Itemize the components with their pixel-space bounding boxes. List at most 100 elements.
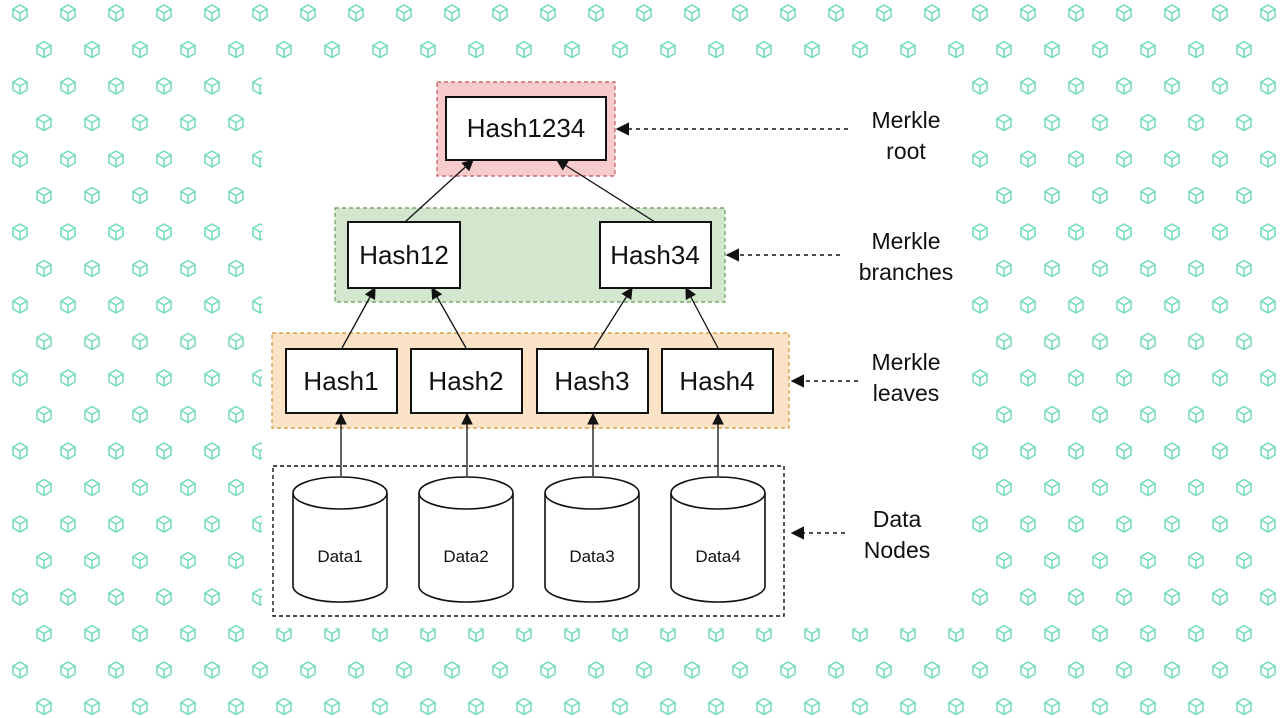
cube-icon (84, 113, 100, 132)
cube-icon (1044, 624, 1060, 643)
cube-icon (36, 332, 52, 351)
cube-icon (1188, 259, 1204, 278)
cube-icon (1260, 588, 1276, 606)
cube-icon (1188, 405, 1204, 424)
cube-icon (780, 661, 796, 679)
cube-icon (972, 369, 988, 387)
cube-icon (396, 661, 412, 679)
cube-icon (108, 442, 124, 460)
cube-icon (1260, 442, 1276, 460)
cube-icon (1044, 551, 1060, 570)
cube-icon (60, 515, 76, 533)
cube-icon (852, 40, 868, 59)
cube-icon (1092, 478, 1108, 497)
cube-icon (1092, 624, 1108, 643)
cube-icon (780, 4, 796, 22)
cube-icon (516, 624, 532, 643)
cube-icon (636, 4, 652, 22)
cube-icon (1188, 113, 1204, 132)
cube-icon (1164, 515, 1180, 533)
cube-icon (228, 113, 244, 132)
data-node-label: Data2 (443, 547, 488, 566)
cube-icon (1044, 697, 1060, 716)
cube-icon (1068, 661, 1084, 679)
cube-icon (12, 223, 28, 241)
cube-icon (36, 259, 52, 278)
cube-icon (1260, 296, 1276, 314)
cube-icon (132, 332, 148, 351)
cube-icon (204, 150, 220, 168)
cube-icon (1140, 259, 1156, 278)
cube-icon (1212, 223, 1228, 241)
cube-icon (60, 150, 76, 168)
cube-icon (1236, 405, 1252, 424)
cube-icon (1044, 186, 1060, 205)
cube-icon (132, 40, 148, 59)
cube-icon (420, 624, 436, 643)
label-line: Merkle (871, 349, 940, 375)
cube-icon (708, 40, 724, 59)
cube-icon (612, 40, 628, 59)
cube-icon (60, 223, 76, 241)
label-line: Merkle (871, 107, 940, 133)
cube-icon (1140, 186, 1156, 205)
cube-icon (1236, 113, 1252, 132)
cube-icon (108, 150, 124, 168)
cube-icon (180, 186, 196, 205)
cube-icon (228, 697, 244, 716)
label-merkle-branches: Merkle branches (859, 228, 954, 285)
cube-icon (1212, 588, 1228, 606)
cube-icon (1068, 150, 1084, 168)
data-node-1: Data1 (292, 476, 388, 603)
cube-icon (348, 4, 364, 22)
cube-icon (324, 40, 340, 59)
cube-icon (1068, 442, 1084, 460)
node-branch-label: Hash12 (359, 240, 449, 270)
cube-icon (1164, 223, 1180, 241)
cube-icon (948, 624, 964, 643)
cube-icon (228, 40, 244, 59)
cube-icon (180, 478, 196, 497)
cube-icon (876, 661, 892, 679)
cube-icon (180, 405, 196, 424)
cube-icon (1188, 624, 1204, 643)
cube-icon (132, 113, 148, 132)
cube-icon (564, 624, 580, 643)
data-nodes-band (272, 465, 785, 617)
data-node-3: Data3 (544, 476, 640, 603)
cube-icon (1068, 77, 1084, 95)
cube-icon (156, 296, 172, 314)
cube-icon (108, 296, 124, 314)
cube-icon (108, 77, 124, 95)
cube-icon (1140, 113, 1156, 132)
cube-icon (108, 4, 124, 22)
cube-icon (204, 77, 220, 95)
cube-icon (252, 4, 268, 22)
cube-icon (180, 624, 196, 643)
cube-icon (564, 697, 580, 716)
cube-icon (180, 332, 196, 351)
cube-icon (84, 259, 100, 278)
cube-icon (996, 40, 1012, 59)
cube-icon (60, 661, 76, 679)
cube-icon (1140, 405, 1156, 424)
cube-icon (12, 369, 28, 387)
cube-icon (12, 150, 28, 168)
cube-icon (1236, 40, 1252, 59)
cube-icon (660, 40, 676, 59)
cube-icon (1212, 369, 1228, 387)
cube-icon (420, 40, 436, 59)
node-branch-hash34: Hash34 (599, 221, 712, 289)
cube-icon (1044, 332, 1060, 351)
cube-icon (1260, 77, 1276, 95)
cube-icon (228, 186, 244, 205)
cube-icon (36, 624, 52, 643)
cube-icon (948, 40, 964, 59)
cube-icon (708, 697, 724, 716)
cube-icon (972, 296, 988, 314)
cube-icon (1236, 332, 1252, 351)
cube-icon (708, 624, 724, 643)
cube-icon (60, 4, 76, 22)
data-node-label: Data4 (695, 547, 740, 566)
cube-icon (276, 697, 292, 716)
